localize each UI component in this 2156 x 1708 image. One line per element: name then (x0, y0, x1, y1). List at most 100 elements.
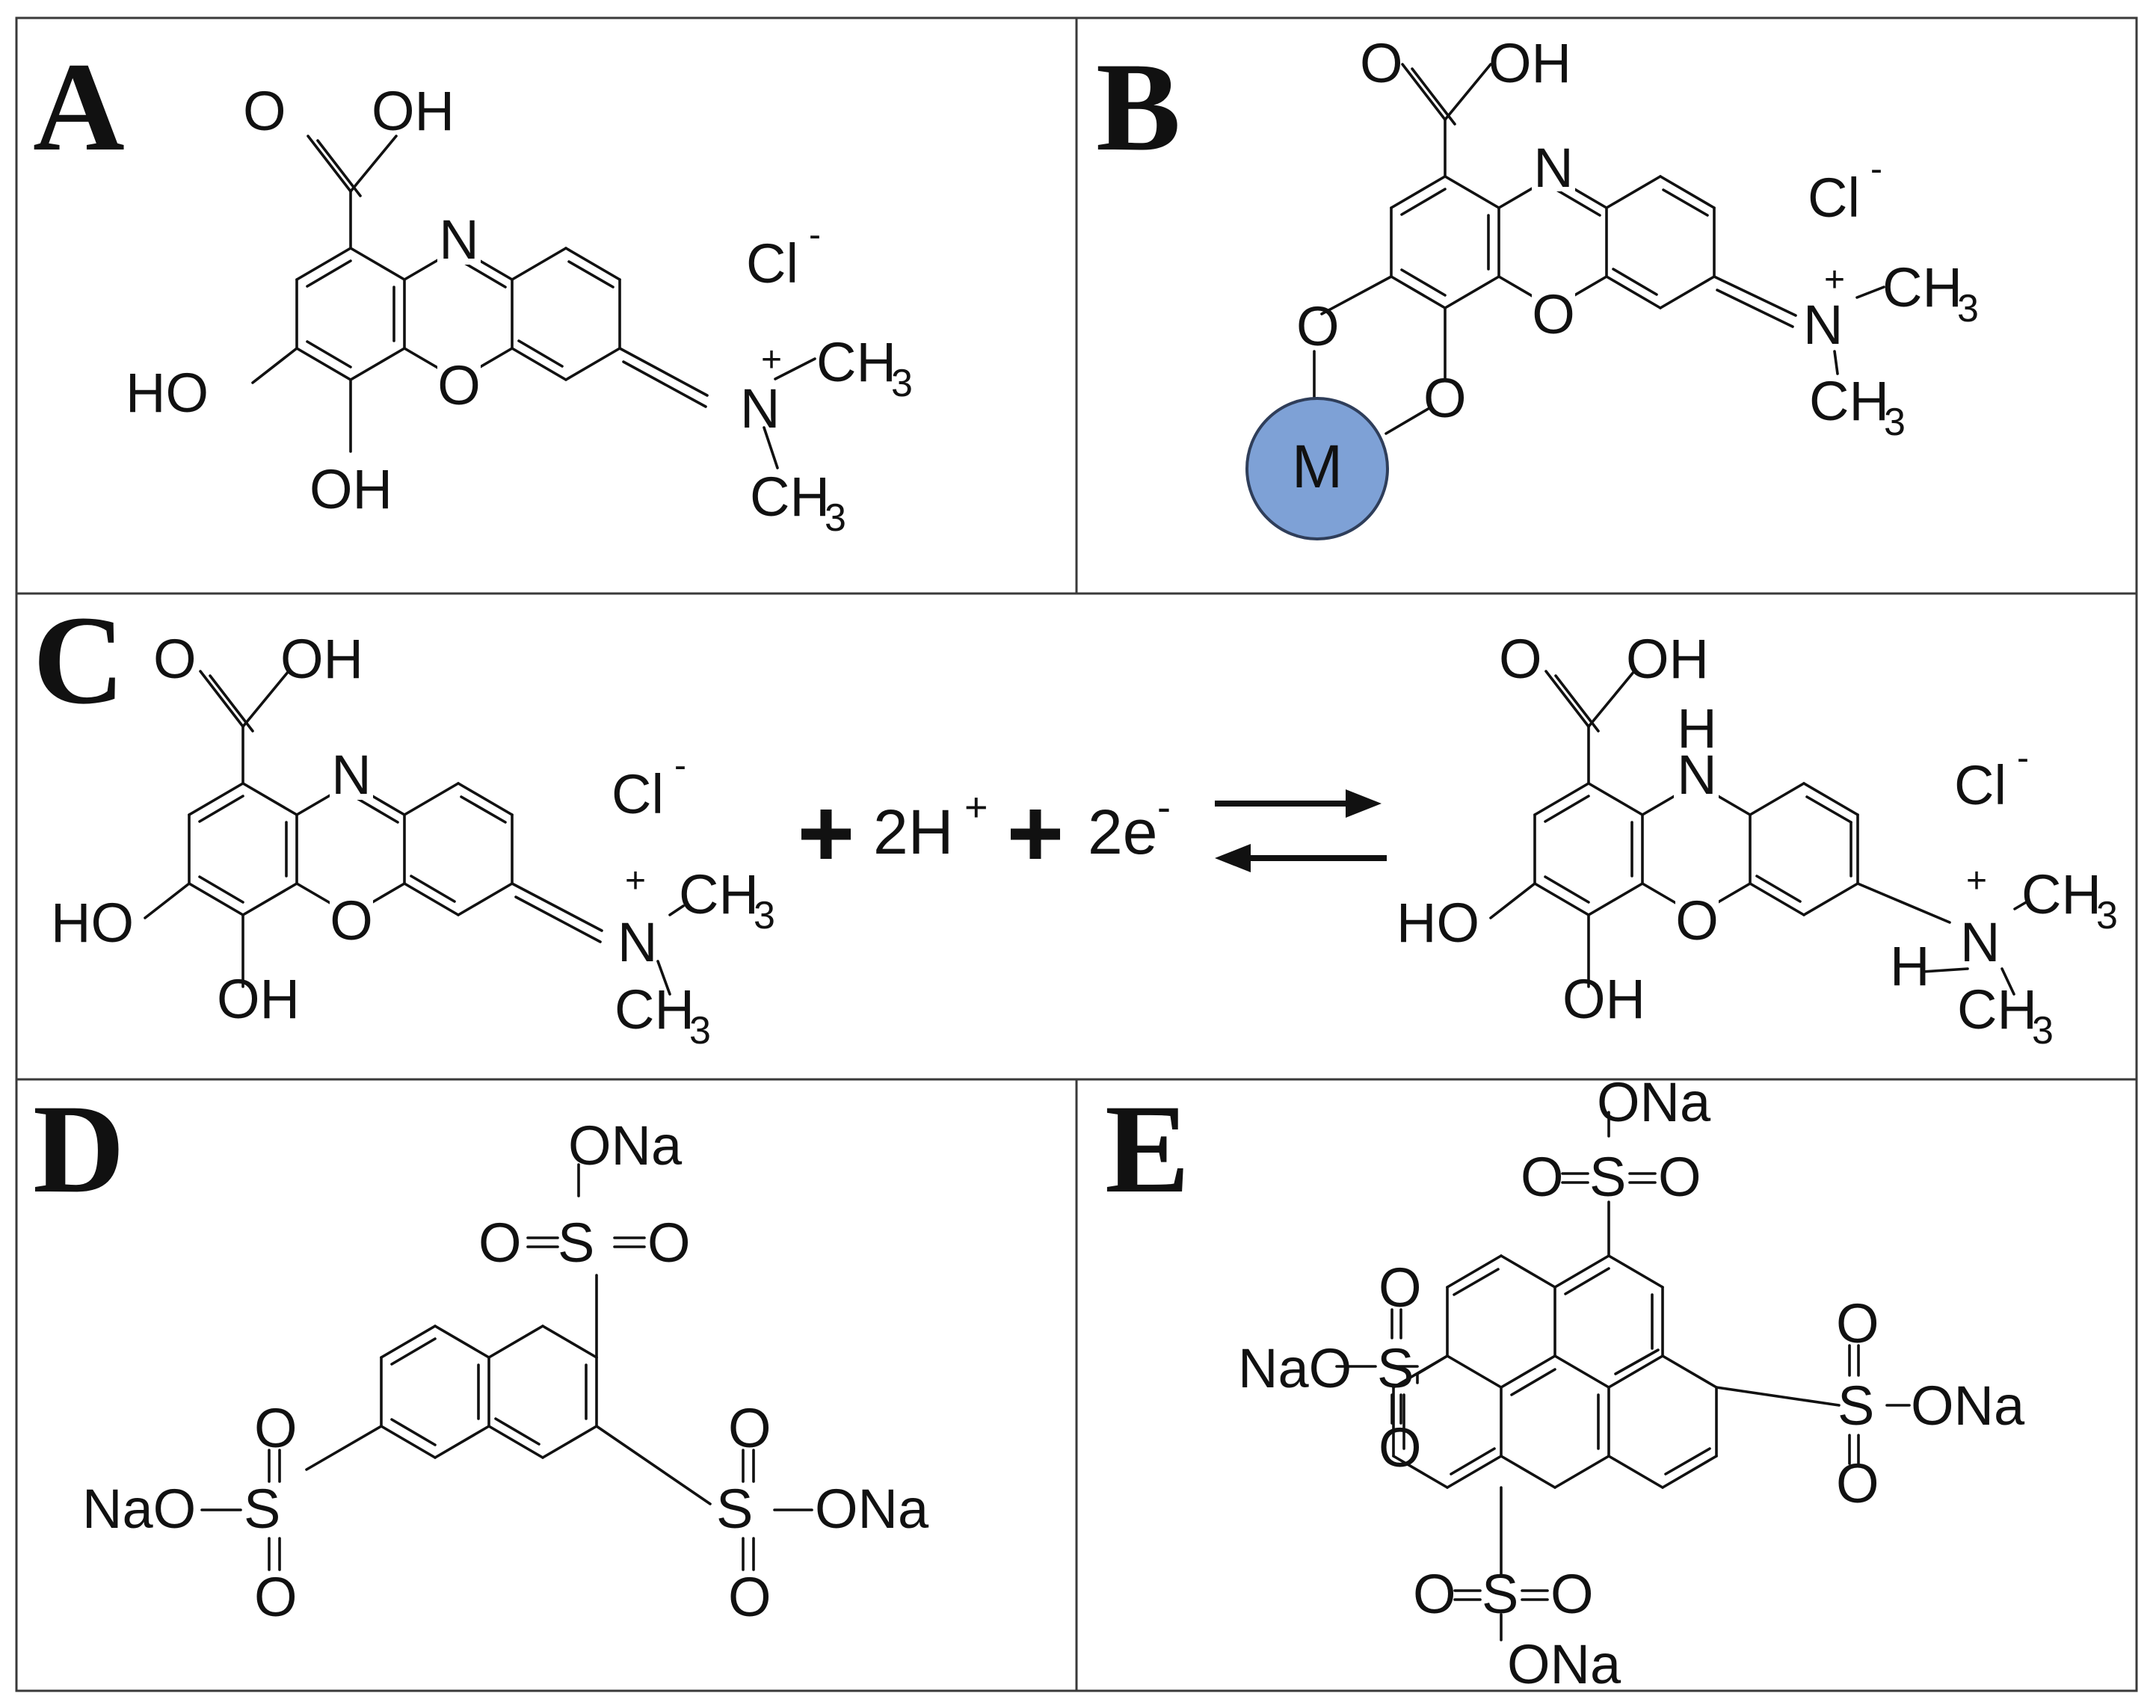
c-red-methyl-1: CH (2021, 863, 2101, 925)
d-sulfonate-3-ona: ONa (815, 1478, 929, 1540)
b-carboxyl-oh: OH (1488, 32, 1571, 94)
c-red-chloride-charge: - (2017, 739, 2029, 778)
d-sulfonate-1-ona: ONa (568, 1114, 683, 1177)
b-chelate-oxygen-1: O (1296, 295, 1340, 357)
a-carbonyl-oxygen: O (243, 80, 286, 142)
e-sulfonate-top-oxygen-left: O (1521, 1146, 1564, 1208)
c-red-ring-nitrogen: N (1677, 744, 1716, 806)
c-ox-methyl-2-subscript: 3 (689, 1009, 711, 1052)
e-sulfonate-bottom-sulfur: S (1482, 1563, 1518, 1625)
e-sulfonate-top-sulfur: S (1589, 1146, 1626, 1208)
protons-term: 2H (873, 797, 953, 867)
b-ring-nitrogen: N (1533, 137, 1573, 199)
panel-a-frame (15, 16, 1078, 595)
metal-ion-label: M (1292, 433, 1343, 501)
d-sulfonate-1-oxygen-right: O (647, 1212, 691, 1274)
e-sulfonate-top-ona: ONa (1597, 1071, 1711, 1133)
d-sulfonate-1-oxygen-left: O (478, 1212, 522, 1274)
protons-charge: + (964, 785, 988, 830)
c-red-methyl-2: CH (1957, 978, 2037, 1040)
electrons-charge: - (1157, 785, 1171, 830)
b-carbonyl-oxygen: O (1360, 32, 1403, 94)
gallocyanine-structure: N O O OH HO OH N + CH 3 CH 3 Cl - (126, 80, 913, 540)
c-ox-hydroxy-ho: HO (51, 892, 134, 954)
c-red-amine-hydrogen: H (1677, 697, 1716, 759)
b-chloride: Cl (1808, 167, 1860, 229)
e-sulfonate-bottom-oxygen-left: O (1413, 1563, 1456, 1625)
equilibrium-arrows (1215, 789, 1387, 872)
d-sulfonate-1-sulfur: S (558, 1212, 594, 1274)
redox-equation: 2H + 2e - (801, 785, 1387, 872)
c-red-ammonium-nitrogen: N (1960, 911, 2000, 973)
c-red-methyl-2-subscript: 3 (2032, 1009, 2054, 1052)
e-sulfonate-bottom-ona: ONa (1507, 1633, 1621, 1695)
a-chloride: Cl (746, 232, 798, 295)
c-red-ring-oxygen: O (1675, 890, 1719, 952)
d-sulfonate-3-oxygen-bottom: O (728, 1566, 771, 1628)
panel-d-label: D (33, 1079, 125, 1219)
panel-c: C (33, 590, 2118, 1052)
panel-d-frame (15, 1078, 1078, 1692)
c-ox-ring-nitrogen: N (331, 744, 371, 806)
c-red-chloride: Cl (1954, 754, 2006, 816)
d-sulfonate-2-nao: NaO (82, 1478, 196, 1540)
d-sulfonate-2-oxygen-top: O (254, 1397, 298, 1459)
e-sulfonate-right-sulfur: S (1838, 1375, 1874, 1437)
c-red-carbonyl-oxygen: O (1499, 628, 1542, 690)
panel-e: E (1105, 1071, 2025, 1695)
d-sulfonate-2-sulfur: S (244, 1478, 280, 1540)
e-sulfonate-left-oxygen-bottom: O (1379, 1416, 1422, 1479)
panel-a-label: A (33, 37, 125, 177)
e-sulfonate-top-oxygen-right: O (1658, 1146, 1701, 1208)
c-red-carboxyl-oh: OH (1626, 628, 1709, 690)
c-red-methyl-1-subscript: 3 (2096, 894, 2118, 937)
b-methyl-1-subscript: 3 (1957, 287, 1979, 330)
c-ox-ring-oxygen: O (330, 890, 373, 952)
panel-e-label: E (1105, 1079, 1189, 1219)
c-ox-iminium-nitrogen: N (617, 911, 657, 973)
a-ring-oxygen: O (437, 354, 481, 416)
b-methyl-1: CH (1882, 256, 1962, 318)
e-sulfonate-right-ona: ONa (1911, 1375, 2025, 1437)
oxidized-form-structure: N O O OH HO OH N + CH 3 CH 3 Cl - (51, 628, 775, 1052)
plus-sign-1 (801, 810, 851, 859)
panel-b: B (1096, 32, 1979, 540)
naphthalene-trisulfonate-structure: ONa S O O NaO S O O S ONa O O (82, 1114, 929, 1628)
c-ox-methyl-1: CH (679, 863, 759, 925)
c-ox-chloride: Cl (612, 763, 664, 825)
e-sulfonate-bottom-oxygen-right: O (1550, 1563, 1594, 1625)
panel-e-frame (1075, 1078, 2138, 1692)
a-ammonium-nitrogen: N (740, 377, 780, 440)
a-methyl-2: CH (750, 466, 830, 528)
pyrene-tetrasulfonate-structure: ONa S O O NaO S O O S ONa O O S O O ONa (1238, 1071, 2025, 1695)
e-sulfonate-left-oxygen-top: O (1379, 1257, 1422, 1319)
b-methyl-2-subscript: 3 (1884, 401, 1906, 444)
c-ox-iminium-charge: + (625, 861, 646, 901)
a-hydroxy-oh: OH (309, 458, 392, 520)
b-methyl-2: CH (1809, 370, 1889, 432)
metal-complex-structure: N O O OH O O M N + CH 3 CH 3 Cl - (1245, 32, 1979, 540)
panel-c-label: C (33, 590, 125, 730)
a-ammonium-charge: + (761, 340, 782, 380)
a-ring-nitrogen: N (439, 209, 478, 271)
e-sulfonate-right-oxygen-top: O (1836, 1292, 1879, 1354)
c-ox-chloride-charge: - (674, 746, 686, 786)
c-ox-methyl-1-subscript: 3 (754, 894, 775, 937)
panel-a: A (33, 37, 913, 540)
reduced-form-structure: H N O O OH HO OH N + H CH 3 CH 3 Cl - (1396, 628, 2118, 1052)
metal-ion (1245, 397, 1389, 540)
c-red-ammonium-charge: + (1966, 861, 1987, 901)
e-sulfonate-left-sulfur: S (1377, 1337, 1414, 1399)
a-methyl-2-subscript: 3 (825, 496, 846, 540)
b-chelate-oxygen-2: O (1423, 367, 1467, 429)
c-red-ammonium-hydrogen: H (1890, 935, 1929, 997)
b-chloride-charge: - (1870, 149, 1882, 189)
a-hydroxy-ho: HO (126, 362, 209, 424)
c-ox-carbonyl-oxygen: O (153, 628, 197, 690)
c-ox-methyl-2: CH (615, 978, 694, 1040)
panel-d: D (33, 1079, 929, 1628)
c-red-hydroxy-ho: HO (1396, 892, 1479, 954)
plus-sign-2 (1011, 810, 1060, 859)
b-iminium-charge: + (1824, 260, 1845, 300)
